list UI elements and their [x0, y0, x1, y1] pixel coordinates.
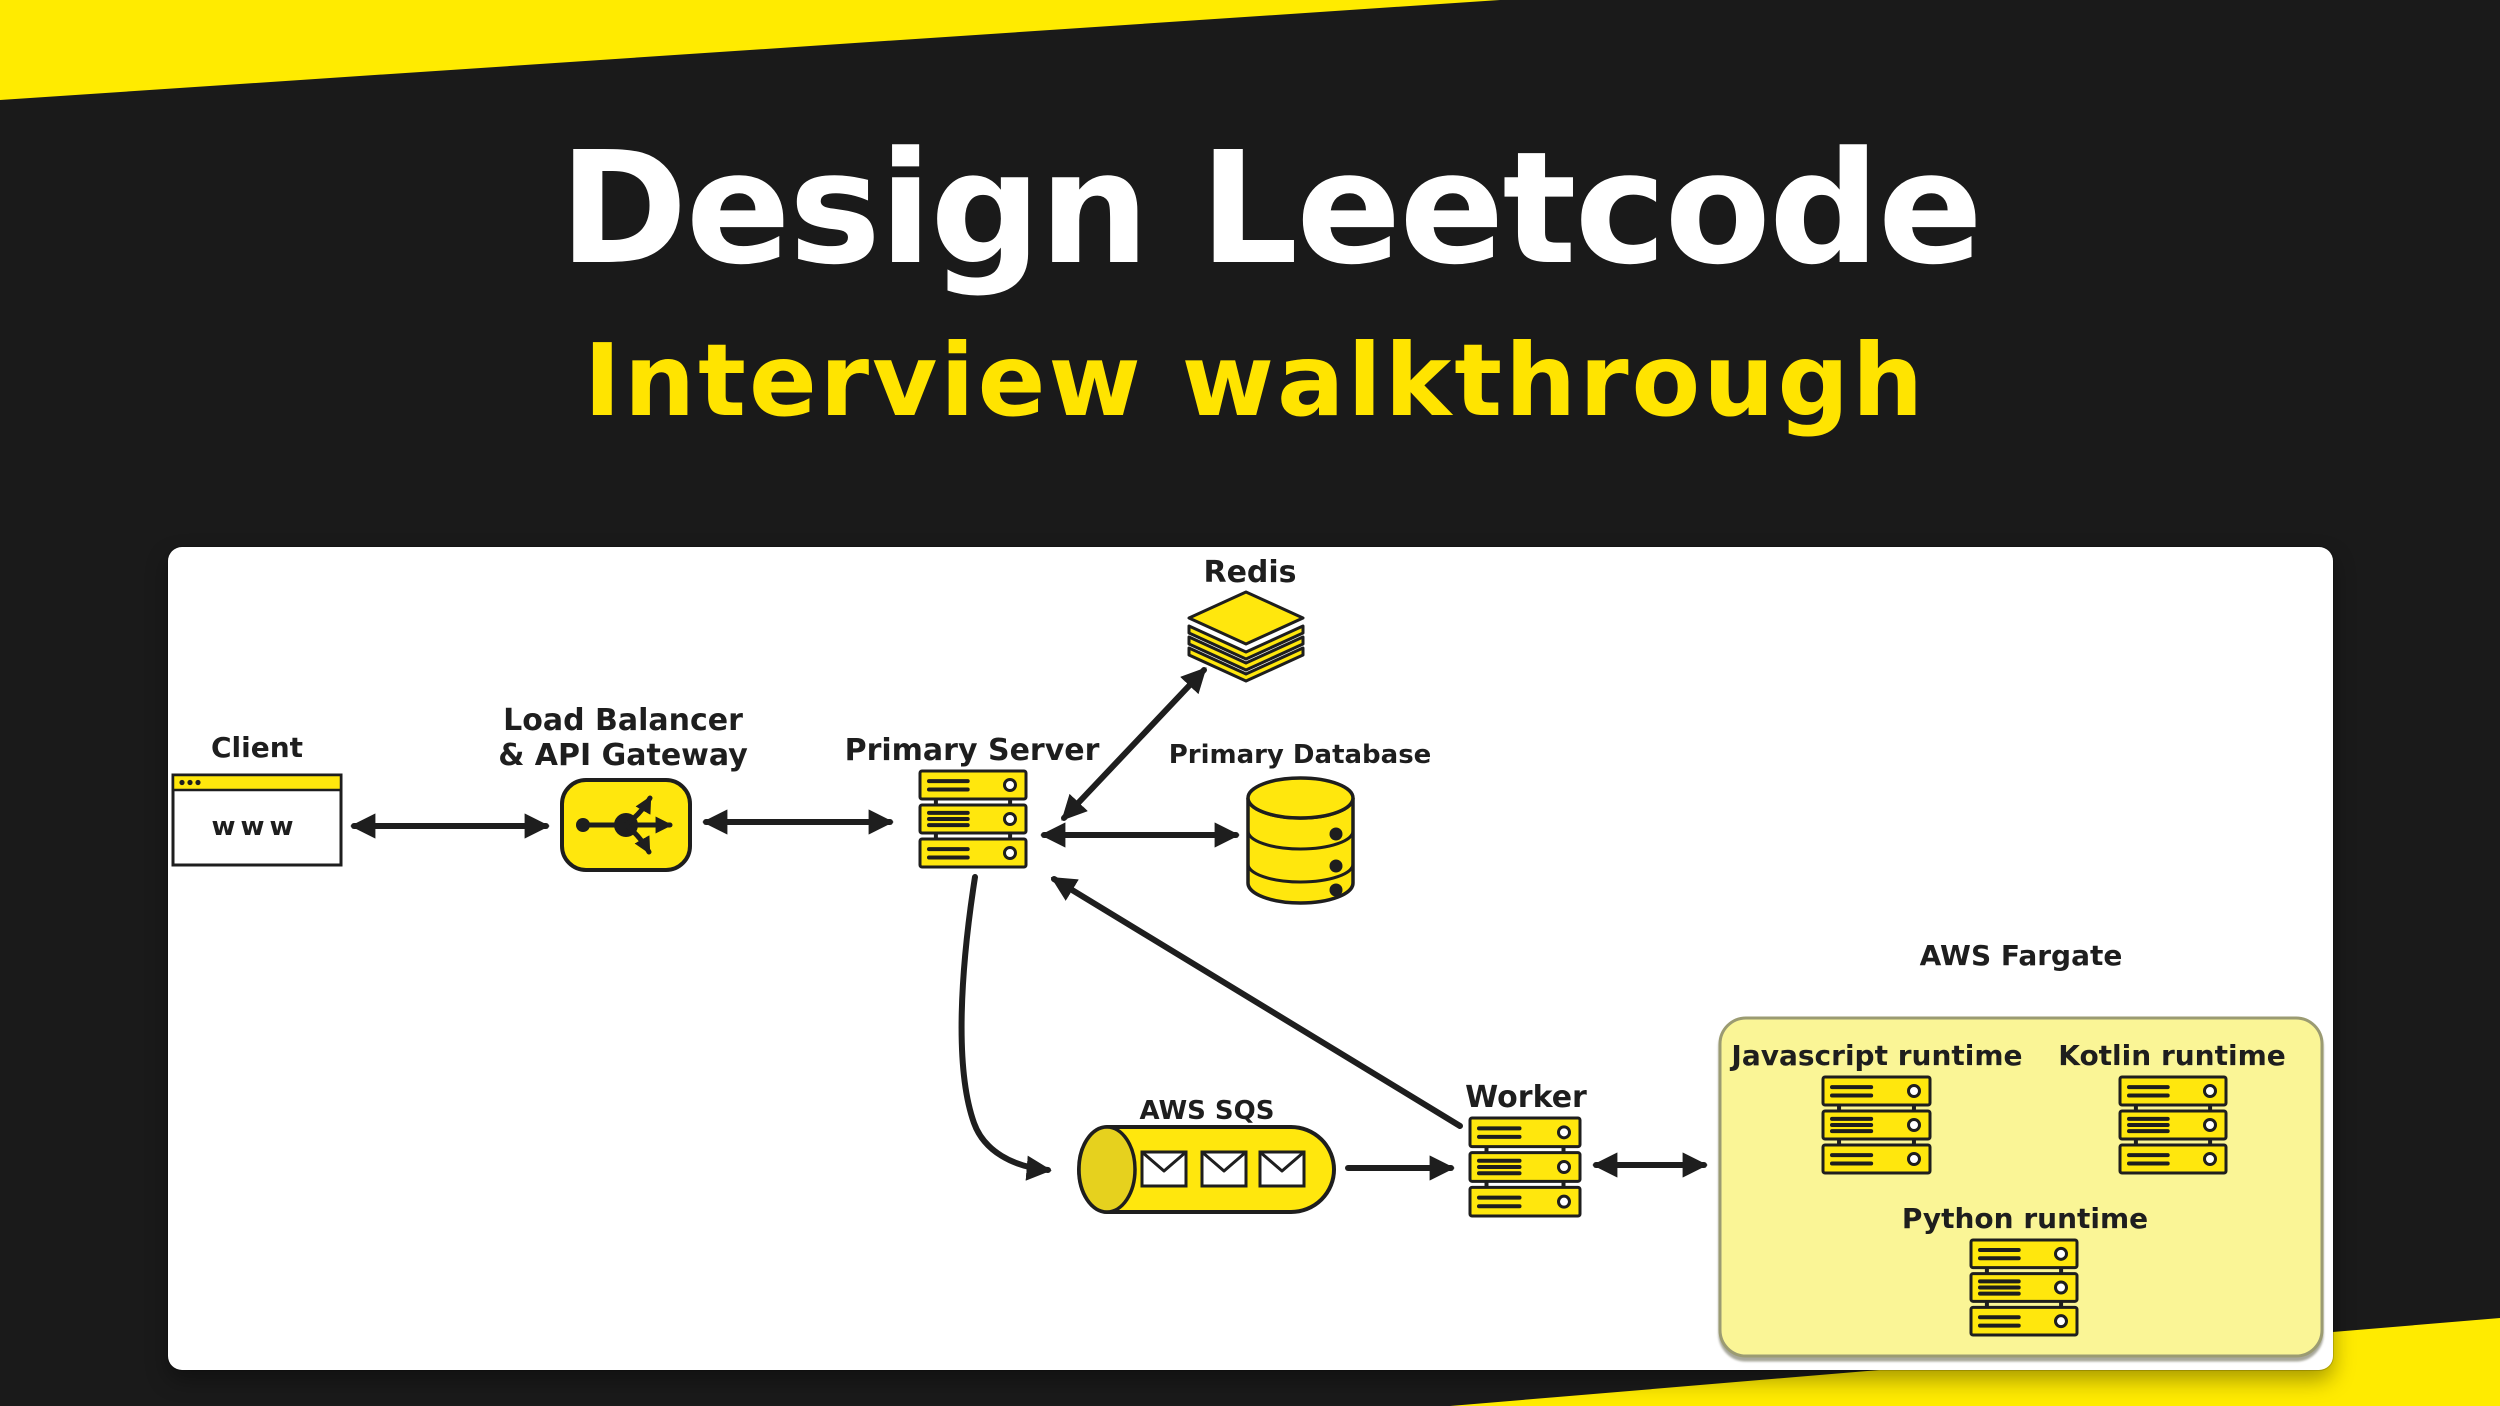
- primary-database-node: Primary Database: [1169, 740, 1432, 905]
- top-yellow-wedge: [0, 0, 1500, 100]
- javascript-runtime-label: Javascript runtime: [1729, 1039, 2022, 1072]
- sqs-queue-icon: [1077, 1125, 1336, 1214]
- aws-fargate-node: AWS Fargate Javascript runtime Kotlin ru…: [1718, 939, 2324, 1358]
- primary-server-node: Primary Server: [845, 733, 1100, 869]
- browser-www-text: www: [211, 812, 298, 842]
- page-title: Design Leetcode: [559, 118, 1983, 299]
- diagram-panel: AWS Fargate Javascript runtime Kotlin ru…: [168, 547, 2333, 1370]
- python-runtime-icon: [1969, 1238, 2079, 1337]
- redis-stack-icon: [1187, 590, 1305, 683]
- load-balancer-node: Load Balancer & API Gateway: [498, 703, 748, 872]
- client-label: Client: [211, 731, 303, 764]
- architecture-diagram: AWS Fargate Javascript runtime Kotlin ru…: [171, 555, 2324, 1358]
- browser-window-icon: www: [171, 773, 343, 867]
- javascript-runtime-icon: [1821, 1075, 1932, 1175]
- aws-fargate-label: AWS Fargate: [1920, 939, 2123, 972]
- connection-arrows: [350, 667, 1708, 1181]
- aws-sqs-node: AWS SQS: [1077, 1096, 1336, 1214]
- arrow-server-sqs: [958, 874, 1052, 1181]
- primary-server-icon: [918, 769, 1028, 869]
- redis-node: Redis: [1187, 555, 1305, 683]
- client-node: Client www: [171, 731, 343, 867]
- python-runtime-label: Python runtime: [1902, 1202, 2148, 1235]
- load-balancer-icon: [560, 778, 692, 872]
- kotlin-runtime-label: Kotlin runtime: [2058, 1039, 2286, 1072]
- load-balancer-label-line1: Load Balancer: [503, 703, 743, 738]
- primary-database-label: Primary Database: [1169, 740, 1432, 770]
- arrow-worker-server: [1050, 876, 1463, 1129]
- worker-label: Worker: [1465, 1080, 1587, 1115]
- load-balancer-label-line2: & API Gateway: [498, 738, 748, 773]
- worker-icon: [1468, 1116, 1582, 1218]
- arrow-server-redis: [1061, 667, 1207, 821]
- kotlin-runtime-icon: [2118, 1075, 2228, 1175]
- aws-sqs-label: AWS SQS: [1140, 1096, 1275, 1126]
- page-subtitle: Interview walkthrough: [583, 322, 1927, 439]
- database-cylinder-icon: [1246, 776, 1355, 905]
- primary-server-label: Primary Server: [845, 733, 1100, 768]
- worker-node: Worker: [1465, 1080, 1587, 1218]
- redis-label: Redis: [1203, 555, 1296, 590]
- sqs-message-envelopes: [1140, 1150, 1306, 1188]
